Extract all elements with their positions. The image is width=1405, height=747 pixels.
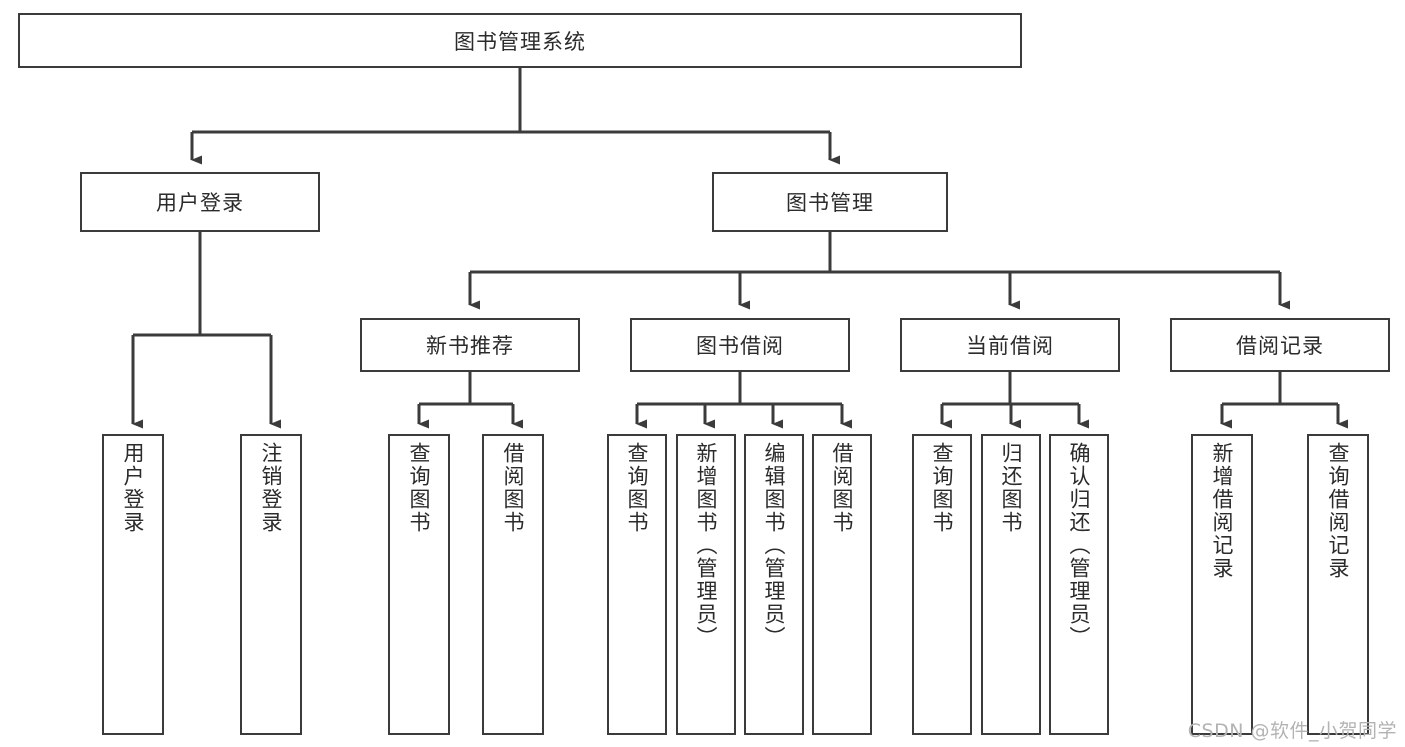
node-label: 借阅图书: [501, 442, 526, 534]
node-label: 用户登录: [121, 442, 146, 534]
node-label: 编辑图书（管理员）: [762, 442, 787, 649]
leaf-borrow-record-query[interactable]: 查询借阅记录: [1307, 434, 1369, 735]
node-new-book-recommend[interactable]: 新书推荐: [360, 318, 580, 372]
leaf-current-borrow-confirm-return[interactable]: 确认归还（管理员）: [1049, 434, 1109, 735]
node-user-login[interactable]: 用户登录: [80, 172, 320, 232]
node-label: 新书推荐: [426, 334, 514, 358]
leaf-book-borrow-add[interactable]: 新增图书（管理员）: [676, 434, 736, 735]
node-current-borrow[interactable]: 当前借阅: [900, 318, 1120, 372]
leaf-current-borrow-return[interactable]: 归还图书: [981, 434, 1041, 735]
leaf-new-book-query[interactable]: 查询图书: [388, 434, 450, 735]
node-label: 借阅记录: [1236, 334, 1324, 358]
node-borrow-record[interactable]: 借阅记录: [1170, 318, 1390, 372]
leaf-user-login-logout[interactable]: 注销登录: [240, 434, 302, 735]
node-root-system[interactable]: 图书管理系统: [18, 13, 1022, 68]
node-label: 注销登录: [259, 442, 284, 534]
node-label: 查询借阅记录: [1326, 442, 1351, 580]
node-label: 查询图书: [930, 442, 955, 534]
node-label: 新增借阅记录: [1210, 442, 1235, 580]
watermark-text: CSDN @软件_小贺同学: [1187, 720, 1397, 742]
node-book-borrow[interactable]: 图书借阅: [630, 318, 850, 372]
node-label: 图书借阅: [696, 334, 784, 358]
node-label: 图书管理系统: [454, 29, 586, 54]
node-label: 图书管理: [786, 191, 874, 215]
node-book-management[interactable]: 图书管理: [712, 172, 948, 232]
node-label: 查询图书: [407, 442, 432, 534]
node-label: 查询图书: [625, 442, 650, 534]
node-label: 当前借阅: [966, 334, 1054, 358]
leaf-book-borrow-edit[interactable]: 编辑图书（管理员）: [744, 434, 804, 735]
leaf-new-book-borrow[interactable]: 借阅图书: [482, 434, 544, 735]
node-label: 新增图书（管理员）: [694, 442, 719, 649]
node-label: 借阅图书: [830, 442, 855, 534]
leaf-current-borrow-query[interactable]: 查询图书: [912, 434, 972, 735]
node-label: 用户登录: [156, 191, 244, 215]
leaf-borrow-record-add[interactable]: 新增借阅记录: [1191, 434, 1253, 735]
node-label: 归还图书: [999, 442, 1024, 534]
leaf-user-login-login[interactable]: 用户登录: [102, 434, 164, 735]
leaf-book-borrow-borrow[interactable]: 借阅图书: [812, 434, 872, 735]
leaf-book-borrow-query[interactable]: 查询图书: [607, 434, 667, 735]
node-label: 确认归还（管理员）: [1067, 442, 1092, 649]
